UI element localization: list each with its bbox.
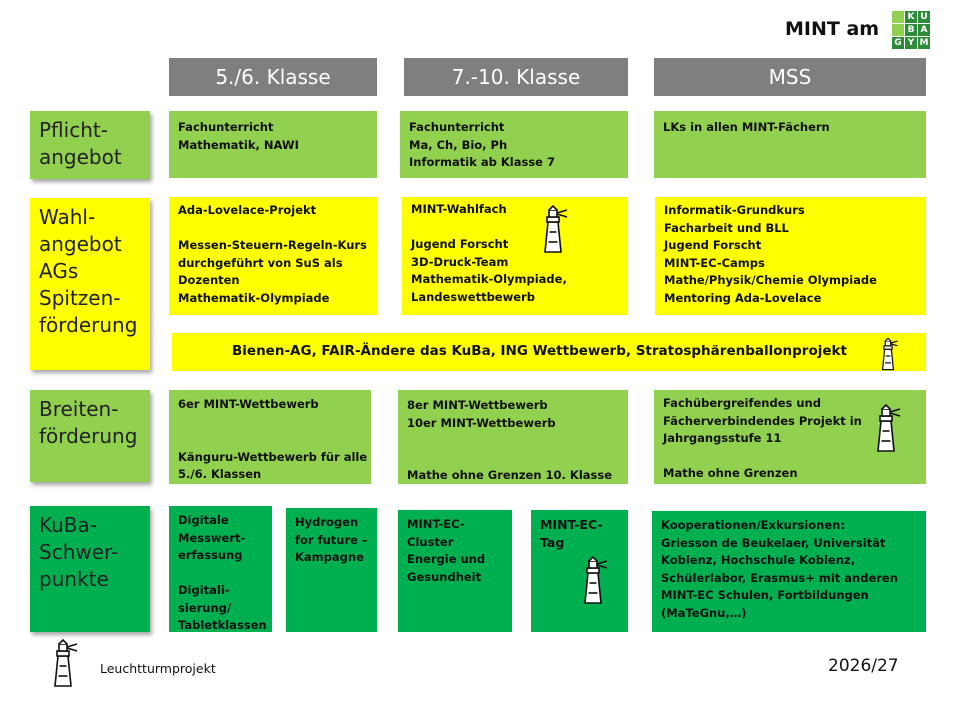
cell-wahl-band: Bienen-AG, FAIR-Ändere das KuBa, ING Wet… [172, 333, 926, 371]
column-header-56: 5./6. Klasse [169, 58, 377, 96]
column-header-mss: MSS [654, 58, 926, 96]
logo-cell [892, 11, 904, 23]
legend-lighthouse-icon [54, 638, 78, 687]
legend-label: Leuchtturmprojekt [100, 661, 216, 676]
logo-cell: U [918, 11, 930, 23]
logo-cell: G [892, 37, 904, 49]
logo-cell: M [918, 37, 930, 49]
kuba-gym-logo: K U B A G Y M [892, 11, 930, 49]
logo-cell: Y [905, 37, 917, 49]
logo-cell: K [905, 11, 917, 23]
cell-kuba-koop: Kooperationen/Exkursionen:Griesson de Be… [652, 511, 926, 632]
cell-kuba-tag: MINT-EC-Tag [531, 510, 628, 632]
logo-cell: A [918, 24, 930, 36]
wahl-band-text: Bienen-AG, FAIR-Ändere das KuBa, ING Wet… [232, 343, 847, 359]
row-label-kuba: KuBa-Schwer-punkte [30, 506, 150, 632]
cell-pflicht-mss: LKs in allen MINT-Fächern [654, 111, 926, 178]
school-year: 2026/27 [828, 656, 899, 676]
row-label-pflicht: Pflicht-angebot [30, 111, 150, 179]
lighthouse-icon [877, 403, 901, 452]
logo-cell: B [905, 24, 917, 36]
lighthouse-icon [584, 555, 608, 604]
column-header-710: 7.-10. Klasse [404, 58, 628, 96]
page-title: MINT am [785, 18, 880, 40]
logo-cell [892, 24, 904, 36]
row-label-breite: Breiten-förderung [30, 390, 150, 482]
lighthouse-icon [881, 337, 898, 371]
lighthouse-icon [544, 204, 568, 253]
